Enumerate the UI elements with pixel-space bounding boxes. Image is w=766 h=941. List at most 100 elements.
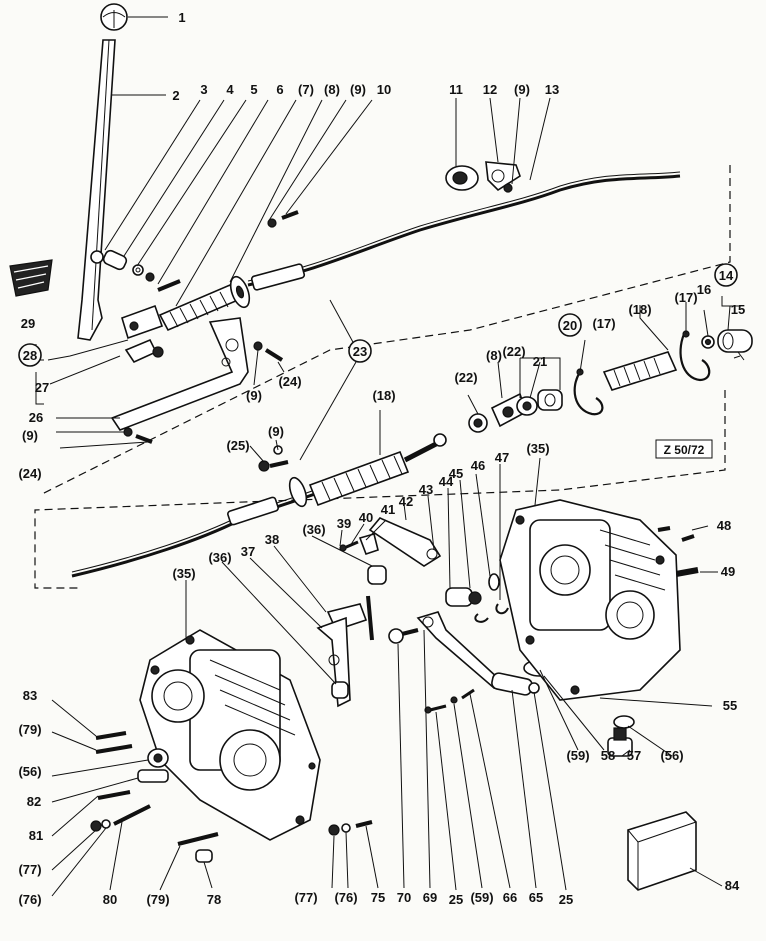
washer-small: [132, 264, 144, 276]
callout-c37: 37: [241, 544, 255, 559]
washer-76b: [341, 823, 351, 833]
callout-text: (8): [486, 348, 502, 363]
stud-81: [97, 790, 131, 800]
callout-text: 49: [721, 564, 735, 579]
callout-c57: 57: [627, 748, 641, 763]
callout-text: 25: [559, 892, 573, 907]
callout-c48: 48: [717, 518, 731, 533]
callout-c28: 28: [18, 343, 42, 367]
callout-text: 15: [731, 302, 745, 317]
callout-c7: (7): [298, 82, 314, 97]
callout-text: 1: [178, 10, 185, 25]
clip-41: [358, 533, 379, 556]
callout-text: 82: [27, 794, 41, 809]
stud-75: [355, 820, 373, 828]
lower-cable-end-rod: [403, 433, 447, 463]
callout-text: 29: [21, 316, 35, 331]
stud-48: [657, 526, 695, 542]
callout-c35b: (35): [172, 566, 195, 581]
bushing-36b: [331, 681, 349, 699]
callout-text: (56): [660, 748, 683, 763]
callout-text: (9): [246, 388, 262, 403]
callout-c4: 4: [226, 82, 234, 97]
callout-c25c: 25: [559, 892, 573, 907]
callout-c29: 29: [21, 316, 35, 331]
nut-22: [468, 413, 488, 433]
callout-text: 10: [377, 82, 391, 97]
callout-ring: [348, 339, 372, 363]
callout-c36a: (36): [302, 522, 325, 537]
upper-shift-cable: [247, 174, 681, 287]
callout-c79b: (79): [146, 892, 169, 907]
callout-c16: 16: [697, 282, 711, 297]
pin-25-lower: [424, 704, 447, 714]
callout-ring: [714, 263, 738, 287]
dowel-78: [195, 849, 213, 863]
callout-c9c: (9): [22, 428, 38, 443]
callout-text: (18): [372, 388, 395, 403]
callout-text: (18): [628, 302, 651, 317]
callout-c76b: (76): [334, 890, 357, 905]
callout-text: (22): [454, 370, 477, 385]
plug-82: [137, 769, 169, 783]
gearbox-housing-left: [139, 629, 321, 841]
callout-text: 12: [483, 82, 497, 97]
callout-c46: 46: [471, 458, 485, 473]
reference-code-text: Z 50/72: [664, 443, 705, 457]
reference-code-box: Z 50/72: [655, 439, 713, 459]
callout-c42: 42: [399, 494, 413, 509]
washer-76a: [101, 819, 111, 829]
callout-text: (9): [350, 82, 366, 97]
callout-c5: 5: [250, 82, 257, 97]
callout-c10: 10: [377, 82, 391, 97]
clevis-pin: [124, 338, 164, 364]
shift-knob: [100, 3, 128, 31]
callout-c25a: (25): [226, 438, 249, 453]
callout-c77b: (77): [294, 890, 317, 905]
callout-c47: 47: [495, 450, 509, 465]
callout-c22b: (22): [502, 344, 525, 359]
retaining-clip-20: [573, 368, 604, 416]
shaft-44: [445, 587, 482, 607]
callout-text: 70: [397, 890, 411, 905]
upper-cable-ferrule: [250, 263, 306, 291]
clevis-fork: [121, 304, 164, 340]
callout-text: 27: [35, 380, 49, 395]
stud-79b: [177, 832, 219, 846]
stud-83: [95, 731, 127, 740]
callout-text: 40: [359, 510, 373, 525]
callout-text: 57: [627, 748, 641, 763]
callout-text: (22): [502, 344, 525, 359]
callout-text: 38: [265, 532, 279, 547]
clip-45: [474, 613, 489, 623]
callout-c18a: (18): [628, 302, 651, 317]
callout-c58: 58: [601, 748, 615, 763]
callout-text: 44: [439, 474, 454, 489]
callout-c56b: (56): [18, 764, 41, 779]
lower-cable-flange: [288, 476, 308, 508]
callout-c59a: (59): [566, 748, 589, 763]
callout-text: 37: [241, 544, 255, 559]
callout-c78: 78: [207, 892, 221, 907]
callout-c24a: (24): [18, 466, 41, 481]
callout-text: (77): [18, 862, 41, 877]
callout-c1: 1: [178, 10, 185, 25]
callout-text: (56): [18, 764, 41, 779]
callout-c40: 40: [359, 510, 373, 525]
callout-text: 13: [545, 82, 559, 97]
bolt-49: [675, 567, 699, 577]
ring-46: [488, 573, 500, 591]
callout-text: 4: [226, 82, 234, 97]
selector-arm: [368, 517, 442, 567]
callout-c70: 70: [397, 890, 411, 905]
callout-text: 21: [533, 354, 547, 369]
callout-c36b: (36): [208, 550, 231, 565]
lower-cable-ferrule: [227, 496, 279, 526]
callout-c14: 14: [714, 263, 738, 287]
callout-c15: 15: [731, 302, 745, 317]
callout-text: 41: [381, 502, 395, 517]
upper-group-boundary: [39, 165, 731, 496]
callout-c35a: (35): [526, 441, 549, 456]
